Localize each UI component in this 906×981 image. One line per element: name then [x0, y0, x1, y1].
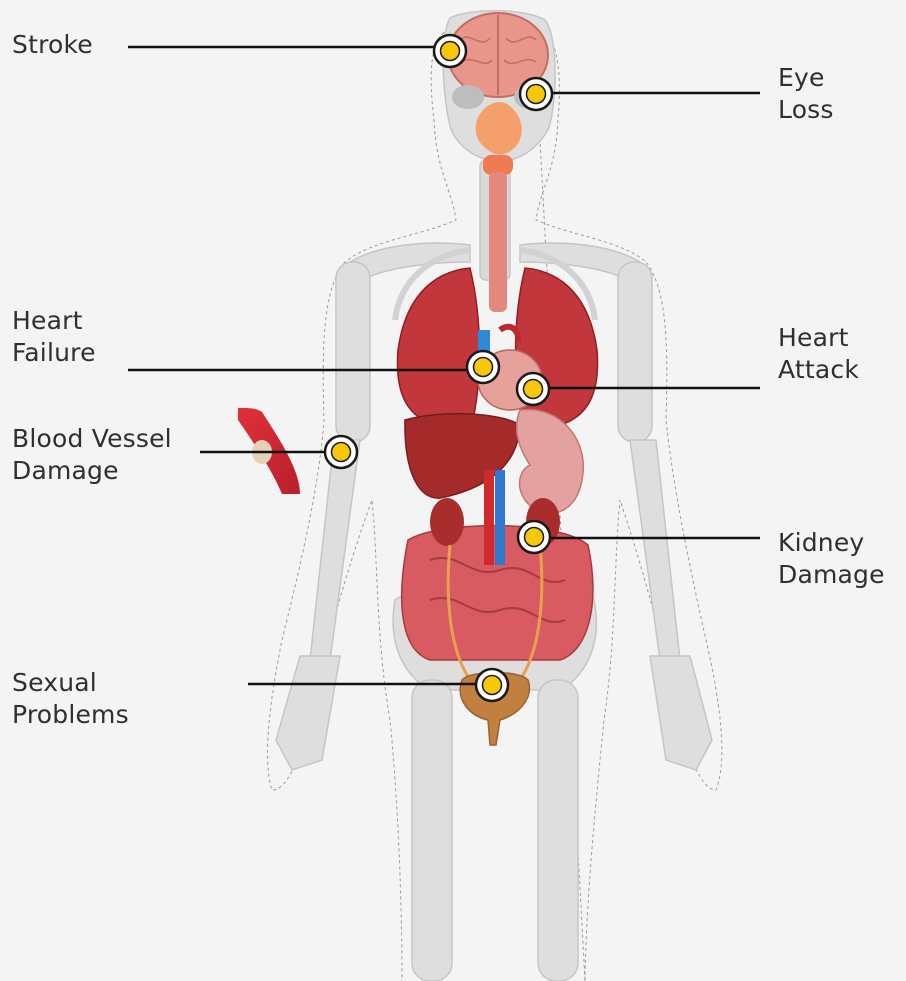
label-blood-vessel-damage-line-2: Damage [12, 455, 172, 487]
aorta [484, 470, 494, 565]
label-heart-failure: Heart Failure [12, 305, 96, 369]
label-sexual-problems-line-1: Sexual [12, 667, 129, 699]
trachea [489, 172, 507, 312]
hand-left [276, 656, 340, 770]
label-heart-attack-line-1: Heart [778, 322, 859, 354]
label-eye-loss-line-2: Loss [778, 94, 834, 126]
label-kidney-damage-line-1: Kidney [778, 527, 885, 559]
label-eye-loss: Eye Loss [778, 62, 834, 126]
lung-left [397, 268, 479, 430]
label-heart-attack-line-2: Attack [778, 354, 859, 386]
label-sexual-problems: Sexual Problems [12, 667, 129, 731]
label-sexual-problems-line-2: Problems [12, 699, 129, 731]
marker-eye-loss[interactable] [520, 78, 552, 110]
eye-socket-left [452, 85, 484, 109]
marker-heart-failure[interactable] [467, 351, 499, 383]
marker-blood-vessel-damage[interactable] [325, 436, 357, 468]
label-eye-loss-line-1: Eye [778, 62, 834, 94]
label-heart-attack: Heart Attack [778, 322, 859, 386]
label-kidney-damage-line-2: Damage [778, 559, 885, 591]
upper-arm-right [618, 262, 652, 442]
kidney-left [430, 498, 464, 546]
femur-right [538, 680, 578, 981]
marker-heart-attack[interactable] [517, 373, 549, 405]
femur-left [412, 680, 452, 981]
upper-arm-left [336, 262, 370, 442]
label-heart-failure-line-2: Failure [12, 337, 96, 369]
forearm-right [630, 440, 680, 660]
vena-cava [495, 470, 505, 565]
label-blood-vessel-damage-line-1: Blood Vessel [12, 423, 172, 455]
hand-right [650, 656, 712, 770]
label-stroke-line-1: Stroke [12, 29, 93, 61]
label-heart-failure-line-1: Heart [12, 305, 96, 337]
stomach [517, 410, 584, 514]
marker-stroke[interactable] [434, 35, 466, 67]
marker-sexual-problems[interactable] [476, 669, 508, 701]
label-kidney-damage: Kidney Damage [778, 527, 885, 591]
label-stroke: Stroke [12, 29, 93, 61]
marker-kidney-damage[interactable] [518, 521, 550, 553]
label-blood-vessel-damage: Blood Vessel Damage [12, 423, 172, 487]
